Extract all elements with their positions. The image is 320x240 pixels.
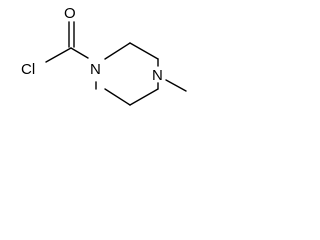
nitrogen-4-atom-label: N — [152, 67, 163, 84]
nitrogen-methyl-bond — [165, 79, 187, 92]
ring-bond-c2-c3 — [129, 42, 159, 60]
structure-canvas: O Cl N N — [0, 0, 192, 134]
oxygen-atom-label: O — [64, 5, 76, 22]
ring-bond-c6-n1 — [104, 88, 131, 106]
carbon-chlorine-bond — [45, 47, 72, 63]
ring-bond-n1-c2 — [104, 42, 131, 60]
chlorine-atom-label: Cl — [21, 61, 35, 78]
ring-bond-c5-c6 — [129, 88, 159, 106]
carbon-nitrogen-bond — [70, 47, 89, 59]
nitrogen-1-atom-label: N — [90, 61, 101, 78]
structure-diagram: O Cl N N — [21, 5, 187, 106]
